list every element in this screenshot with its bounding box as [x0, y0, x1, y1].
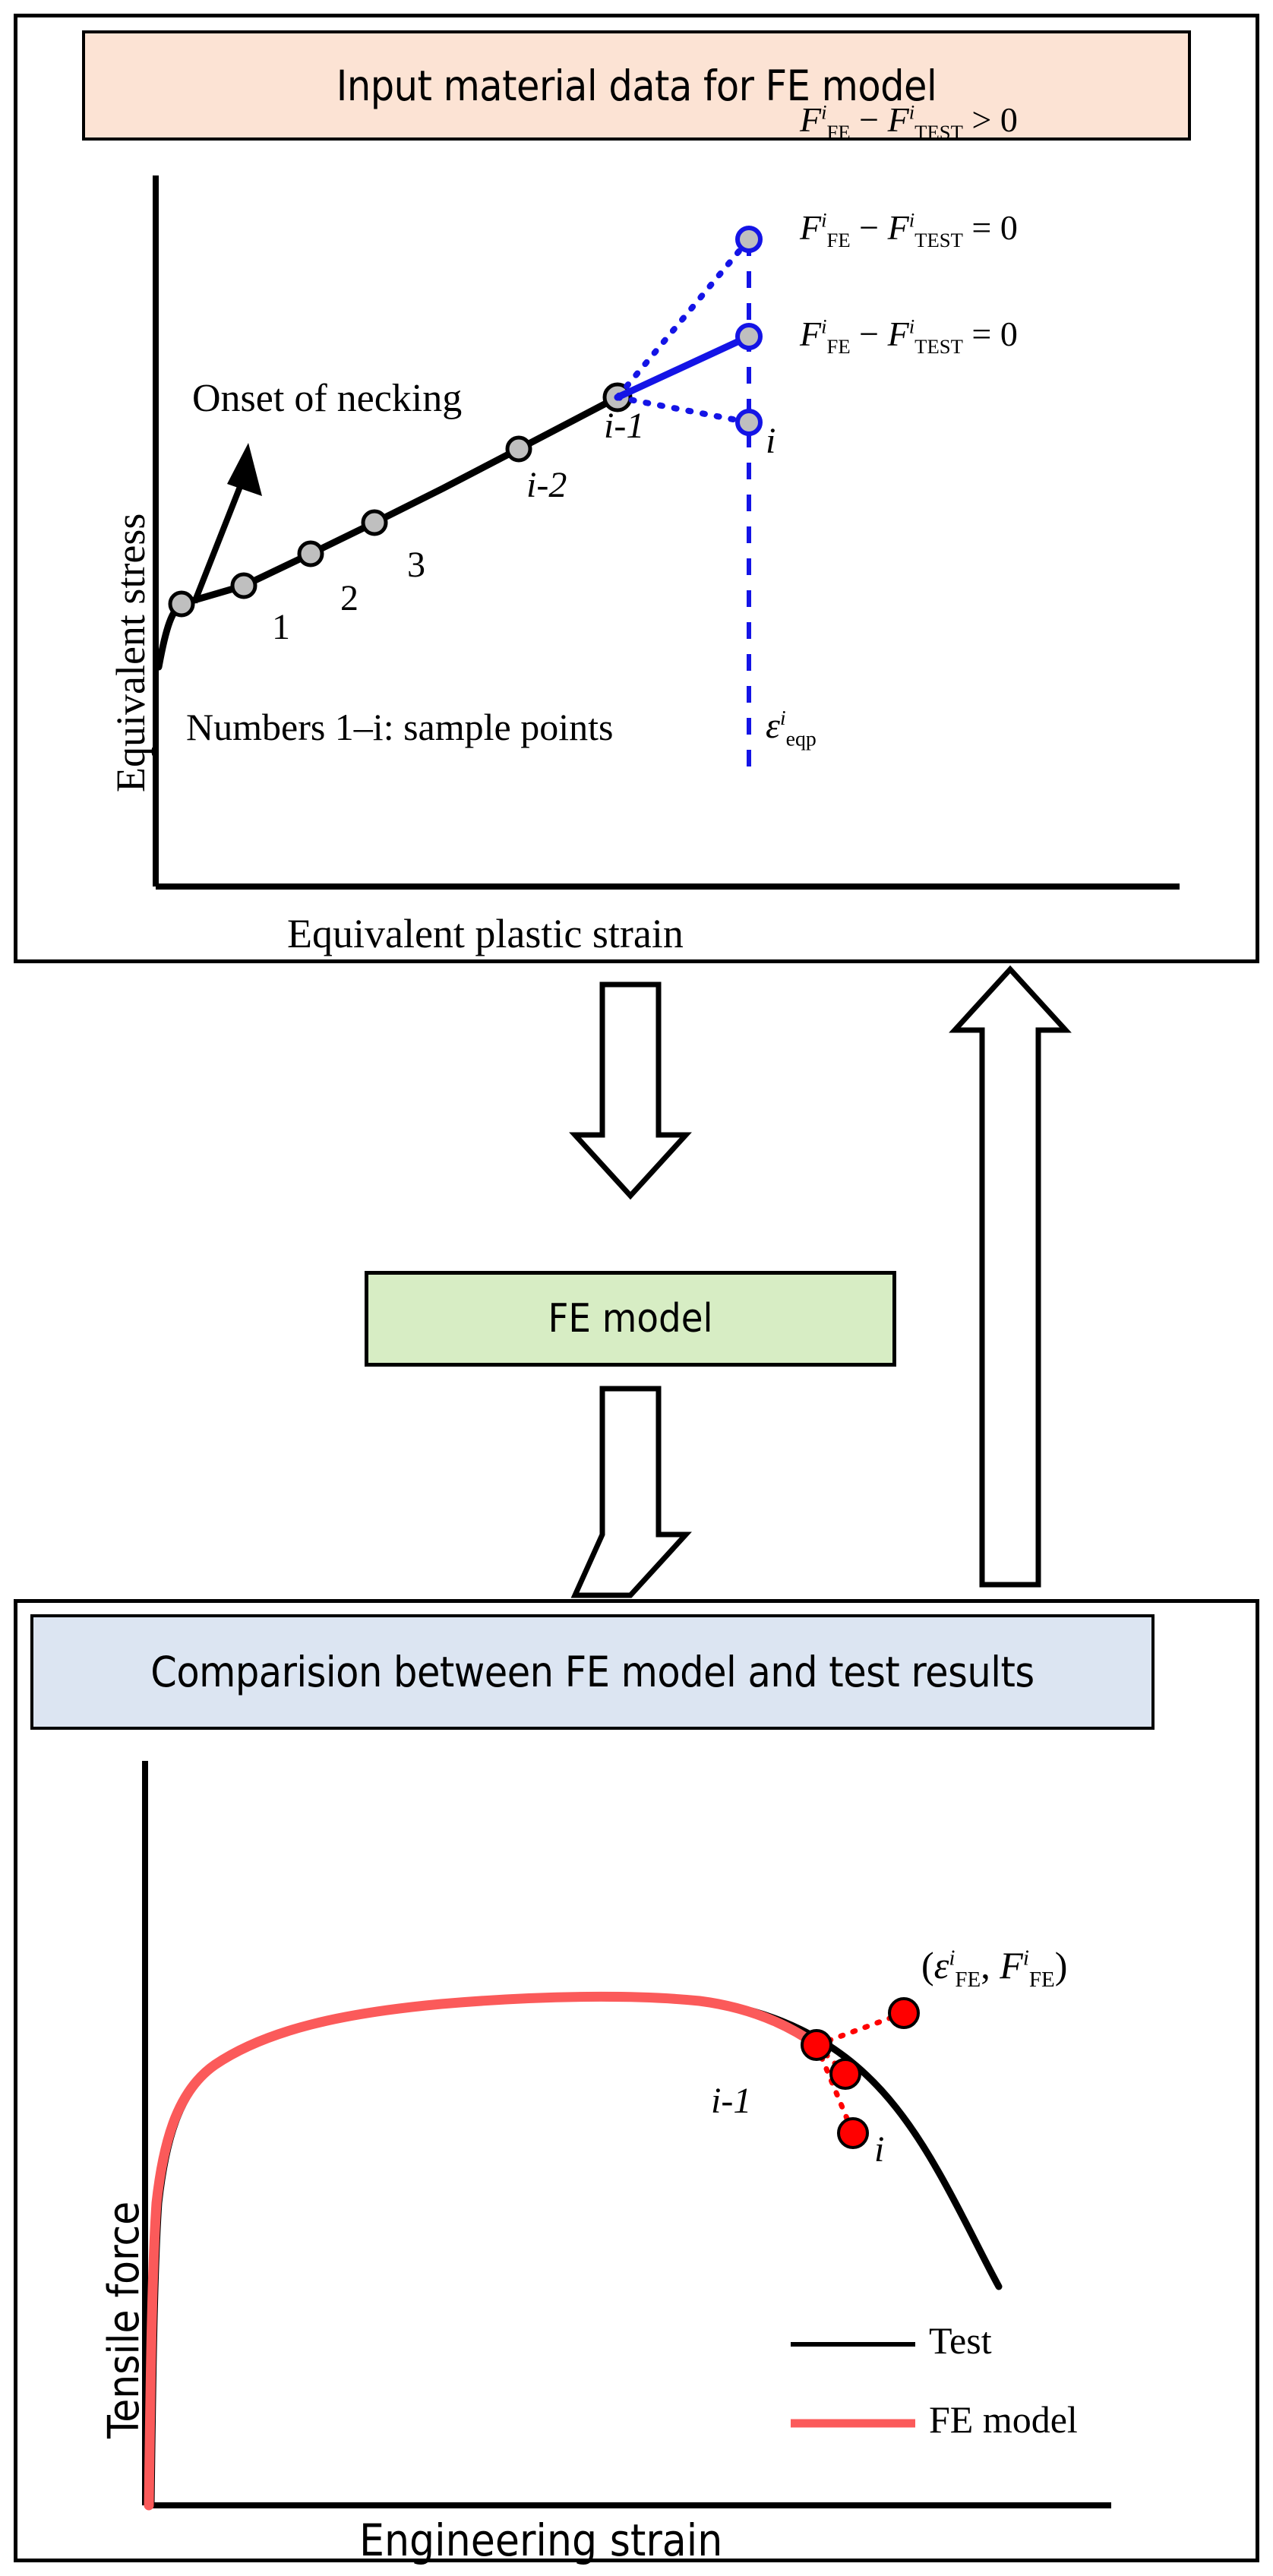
eq3-lhs-base: F [800, 314, 822, 353]
eq2-operator: − [859, 208, 880, 247]
eq1-lhs-base: F [800, 100, 822, 139]
eq3-operator: − [859, 314, 880, 353]
top-chart-x-axis-label: Equivalent plastic strain [287, 911, 684, 956]
eq2-relation: = [971, 208, 992, 247]
up-arrow-compare-to-input [949, 965, 1072, 1588]
eq2-rhs-sub: TEST [914, 229, 963, 252]
eq2-rhs-base: F [887, 208, 909, 247]
point-label-3: 3 [407, 545, 425, 585]
flow-section: FE model [0, 963, 1273, 1601]
equation-3: FiFE − FiTEST = 0 [800, 314, 1018, 359]
eq1-lhs-sup: i [821, 100, 827, 124]
top-chart-hardening-curve [155, 394, 621, 671]
branch-line-equal-mid [614, 333, 753, 401]
onset-of-necking-arrow-shaft [191, 472, 248, 604]
eq3-value: 0 [1000, 314, 1018, 353]
eq1-rhs-sub: TEST [914, 121, 963, 144]
eqp-strain-superscript: i [779, 706, 786, 730]
fe-marker-lower [837, 2117, 869, 2149]
eq1-value: 0 [1000, 100, 1018, 139]
point-label-i-minus-2: i-2 [526, 465, 567, 505]
annotation-f-sub: FE [1028, 1968, 1055, 1992]
branch-endpoint-greater [735, 226, 763, 253]
eq1-rhs-sup: i [908, 100, 915, 124]
fe-marker-i-minus-1 [801, 2029, 832, 2061]
branch-endpoint-equal-low [735, 409, 763, 436]
eq3-relation: = [971, 314, 992, 353]
sample-point-marker [297, 540, 324, 567]
eq3-lhs-sup: i [821, 314, 827, 338]
eq3-rhs-base: F [887, 314, 909, 353]
point-label-1: 1 [272, 607, 290, 647]
input-material-panel: Input material data for FE model [14, 14, 1259, 963]
equation-2: FiFE − FiTEST = 0 [800, 207, 1018, 252]
annotation-eps-base: ε [933, 1944, 949, 1987]
eqp-strain-label: εieqp [766, 705, 817, 752]
eq1-lhs-sub: FE [826, 121, 851, 144]
eq3-lhs-sub: FE [826, 335, 851, 359]
legend-label-test: Test [929, 2319, 992, 2362]
point-label-i: i [766, 421, 776, 461]
eq2-rhs-sup: i [908, 208, 915, 232]
branch-endpoint-equal-mid [735, 323, 763, 350]
eq3-rhs-sub: TEST [914, 335, 963, 359]
flow-arrows [569, 965, 1072, 1598]
point-label-2: 2 [340, 578, 359, 618]
sample-point-marker [505, 435, 532, 463]
annotation-comma: , [981, 1944, 990, 1987]
fe-point-annotation: (εiFE, FiFE) [921, 1943, 1067, 1993]
bottom-chart-y-axis-label: Tensile force [100, 2201, 149, 2439]
annotation-f-sup: i [1022, 1945, 1029, 1971]
comparison-panel-banner: Comparision between FE model and test re… [30, 1614, 1155, 1730]
fe-marker-middle [829, 2058, 861, 2090]
eqp-strain-symbol: ε [766, 706, 780, 746]
annotation-open-paren: ( [921, 1944, 934, 1987]
comparison-panel: Comparision between FE model and test re… [14, 1599, 1259, 2566]
bottom-chart-test-curve [147, 1993, 1003, 2509]
onset-of-necking-arrow-head [227, 443, 262, 496]
eqp-strain-subscript: eqp [785, 727, 817, 751]
equation-1: FiFE − FiTEST > 0 [800, 100, 1018, 144]
eq1-operator: − [859, 100, 880, 139]
eq2-lhs-base: F [800, 208, 822, 247]
onset-of-necking-label: Onset of necking [192, 377, 463, 420]
point-label-i-minus-1: i-1 [604, 406, 645, 446]
bottom-chart-graphics [142, 1761, 1111, 2511]
eq2-lhs-sup: i [821, 208, 827, 232]
top-chart-graphics [153, 175, 1180, 890]
annotation-eps-sup: i [949, 1945, 956, 1971]
eq1-relation: > [971, 100, 992, 139]
legend-label-fe-model: FE model [929, 2398, 1078, 2441]
annotation-close-paren: ) [1054, 1944, 1068, 1987]
eq3-rhs-sup: i [908, 314, 915, 338]
branch-line-greater [614, 236, 752, 400]
down-arrow-model-to-compare [570, 1386, 692, 1598]
eq1-rhs-base: F [887, 100, 909, 139]
bottom-chart-fe-curve [144, 1991, 822, 2511]
fe-marker-upper [888, 1997, 920, 2029]
annotation-eps-sub: FE [955, 1968, 981, 1992]
bottom-point-label-i-minus-1: i-1 [711, 2081, 752, 2121]
bottom-chart-x-axis-label: Engineering strain [359, 2514, 723, 2566]
top-chart-y-axis-label: Equivalent stress [108, 513, 153, 792]
down-arrow-input-to-model [569, 981, 692, 1200]
sample-points-note: Numbers 1–i: sample points [186, 706, 614, 748]
sample-point-marker [230, 572, 257, 599]
input-panel-banner: Input material data for FE model [82, 30, 1191, 141]
bottom-point-label-i: i [874, 2129, 885, 2170]
sample-point-marker [361, 509, 388, 536]
eq2-value: 0 [1000, 208, 1018, 247]
sample-point-marker [168, 590, 195, 618]
eq2-lhs-sub: FE [826, 229, 851, 252]
fe-model-process-box: FE model [365, 1271, 896, 1367]
annotation-f-base: F [1000, 1944, 1023, 1987]
